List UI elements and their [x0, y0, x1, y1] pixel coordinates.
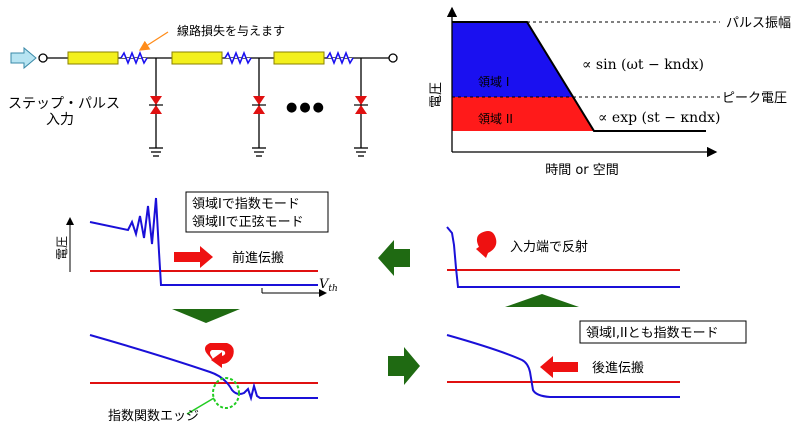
- signal-waveform: [89, 197, 318, 286]
- resistor-2: [224, 50, 252, 66]
- mode-description-box: [185, 191, 329, 233]
- flow-arrow-down: [172, 309, 240, 323]
- backward-propagation-label: 後進伝搬: [592, 361, 644, 376]
- edge-highlight-circle: [212, 377, 240, 409]
- reflection-arrow-icon: [476, 231, 497, 258]
- flow-arrow-left: [378, 240, 410, 276]
- exponential-edge-label: 指数関数エッジ: [108, 409, 199, 424]
- threshold-label: Vth: [319, 277, 338, 294]
- flow-arrow-right: [388, 347, 420, 385]
- loss-annotation-arrow: [138, 31, 169, 51]
- line-segment-1: [67, 51, 119, 65]
- resistor-3: [326, 50, 354, 66]
- input-arrow-icon: [10, 46, 37, 70]
- ellipsis-dots: ●●●: [286, 100, 326, 115]
- forward-propagation-label: 前進伝搬: [232, 250, 284, 266]
- loss-annotation: 線路損失を与えます: [177, 23, 285, 38]
- signal-waveform: [446, 226, 680, 288]
- region-2-fill: [452, 97, 594, 131]
- transmission-line-circuit: ●●● 線路損失を与えます ステップ・パルス 入力: [8, 23, 398, 157]
- voltage-axis-label: 電圧: [55, 236, 69, 260]
- output-terminal: [388, 53, 398, 63]
- mode-description-box: [579, 320, 747, 344]
- panel-forward-propagation: 電圧 Vth 領域Iで指数モード 領域IIで正弦モード 前進伝搬: [55, 191, 338, 297]
- mode-description-line1: 領域Iで指数モード: [192, 196, 300, 212]
- line-segment-2: [171, 51, 223, 65]
- signal-waveform: [446, 334, 680, 398]
- pulse-outline: [452, 21, 706, 132]
- plot-y-label: 電圧: [429, 82, 444, 108]
- pulse-amplitude-label: パルス振幅: [726, 16, 791, 31]
- mode-description-line2: 領域IIで正弦モード: [192, 214, 304, 230]
- signal-waveform: [89, 334, 318, 402]
- region-1-label: 領域 I: [478, 74, 509, 89]
- formula-exp: ∝ exp (st − κndx): [598, 110, 721, 126]
- mode-description-text: 領域I,IIとも指数モード: [586, 325, 719, 341]
- diode-3: [354, 58, 368, 157]
- input-label-line2: 入力: [46, 112, 74, 128]
- line-segment-3: [273, 51, 325, 65]
- formula-sin: ∝ sin (ωt − kndx): [582, 57, 704, 73]
- resistor-1: [120, 50, 148, 66]
- backward-arrow-icon: [540, 356, 578, 378]
- region-1-fill: [452, 22, 573, 97]
- input-label-line1: ステップ・パルス: [8, 96, 120, 112]
- region-plot: 電圧 時間 or 空間 パルス振幅 ピーク電圧 領域 I 領域 II ∝ sin…: [429, 6, 791, 178]
- panel-input-reflection: 入力端で反射: [446, 226, 680, 288]
- reverse-turn-arrow-icon: [204, 343, 234, 368]
- reflection-label: 入力端で反射: [510, 239, 588, 255]
- plot-x-label: 時間 or 空間: [545, 163, 619, 178]
- forward-arrow-icon: [174, 246, 213, 268]
- peak-voltage-label: ピーク電圧: [722, 91, 787, 106]
- flow-arrow-up: [505, 294, 579, 307]
- edge-callout-line: [186, 397, 215, 415]
- region-2-label: 領域 II: [478, 111, 513, 126]
- panel-backward-propagation: 領域I,IIとも指数モード 後進伝搬: [446, 320, 747, 398]
- panel-exponential-edge: 指数関数エッジ: [89, 334, 318, 424]
- input-terminal: [38, 53, 48, 63]
- diode-2: [252, 58, 266, 157]
- diode-1: [149, 58, 163, 157]
